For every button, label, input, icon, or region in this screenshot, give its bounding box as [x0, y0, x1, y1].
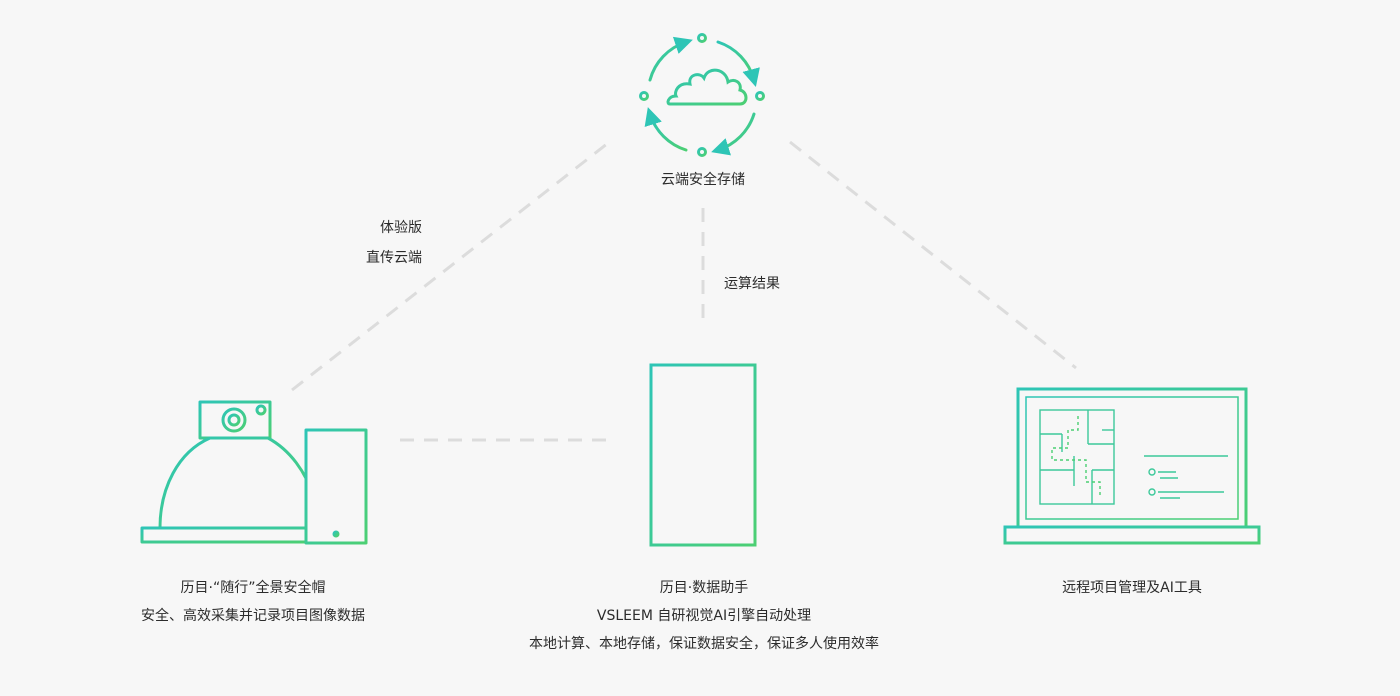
connector-helmet-cloud — [291, 138, 613, 392]
cloud-node-label: 云端安全存储 — [661, 172, 745, 188]
data-hub-device-icon — [649, 363, 757, 547]
hub-node-subtitle: VSLEEM 自研视觉AI引擎自动处理 — [596, 608, 812, 624]
hub-node-text: 历目·数据助手 VSLEEM 自研视觉AI引擎自动处理 本地计算、本地存储，保证… — [529, 578, 879, 654]
laptop-node-title: 远程项目管理及AI工具 — [1062, 580, 1202, 596]
helmet-node-desc: 安全、高效采集并记录项目图像数据 — [141, 608, 365, 624]
laptop-node-text: 远程项目管理及AI工具 — [1062, 578, 1202, 598]
hub-node-desc: 本地计算、本地存储，保证数据安全，保证多人使用效率 — [529, 636, 879, 652]
edge-label-hub-cloud: 运算结果 — [724, 276, 780, 292]
connector-laptop-cloud — [789, 140, 1077, 370]
helmet-node-text: 历目·“随行”全景安全帽 安全、高效采集并记录项目图像数据 — [141, 578, 365, 626]
cloud-sync-icon — [639, 33, 765, 157]
edge-label-helmet-cloud: 体验版 直传云端 — [330, 218, 422, 268]
laptop-floorplan-icon — [1003, 387, 1261, 545]
helmet-node-title: 历目·“随行”全景安全帽 — [180, 580, 326, 596]
edge-label-line-2: 直传云端 — [366, 250, 422, 266]
edge-label-line-1: 体验版 — [380, 220, 422, 236]
hub-node-title: 历目·数据助手 — [659, 580, 749, 596]
helmet-camera-phone-icon — [140, 400, 368, 545]
